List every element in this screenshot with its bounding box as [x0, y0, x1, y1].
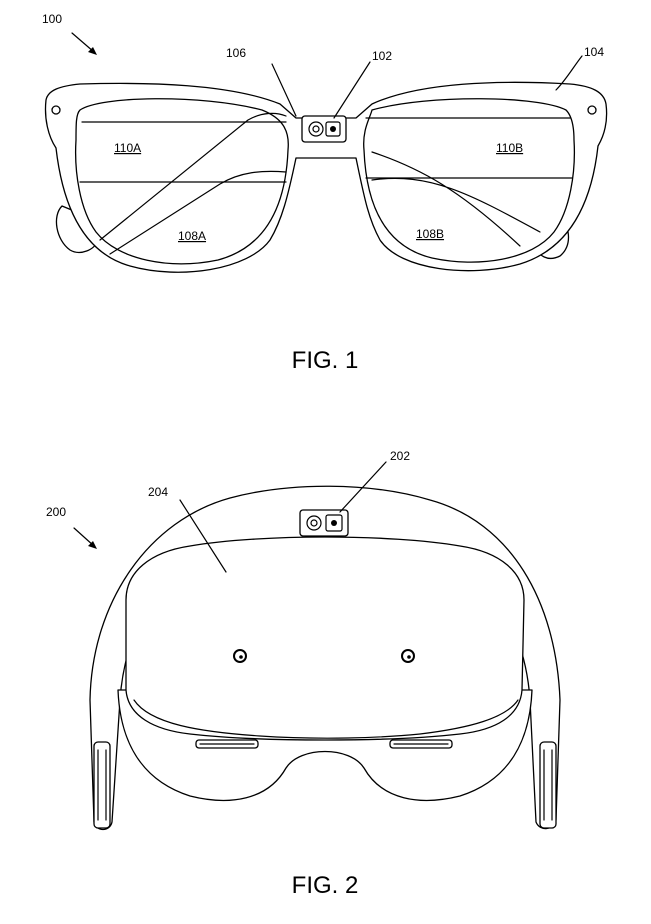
arrow-icon: [73, 527, 97, 549]
ref-label-204: 204: [148, 485, 168, 499]
ref-label-106: 106: [226, 46, 246, 60]
ref-label-200: 200: [46, 505, 66, 519]
ref-label-102: 102: [372, 49, 392, 63]
right-lens: [363, 98, 576, 263]
leader-104: [555, 55, 583, 91]
figure-2-caption: FIG. 2: [292, 872, 359, 899]
ref-label-108a: 108A: [178, 229, 206, 243]
ref-label-110a: 110A: [114, 141, 141, 155]
ref-label-202: 202: [390, 449, 410, 463]
leader-102: [333, 61, 371, 119]
front-housing: [125, 536, 525, 741]
arrow-icon: [71, 32, 97, 55]
figure-1: 100 1: [42, 12, 608, 374]
ref-label-110b: 110B: [496, 141, 523, 155]
camera-lens-icon: [306, 514, 343, 532]
right-hinge-icon: [587, 105, 597, 115]
left-sensor-icon: [233, 649, 247, 663]
housing-inner-edge: [133, 699, 519, 739]
left-lens: [74, 98, 289, 265]
leader-204: [179, 499, 227, 573]
figure-1-caption: FIG. 1: [292, 347, 359, 374]
left-arm-through-lens: [99, 112, 287, 255]
right-strap-clip: [539, 741, 557, 829]
ref-label-100: 100: [42, 12, 62, 26]
right-arm-through-lens: [371, 151, 541, 247]
ref-label-108b: 108B: [416, 227, 444, 241]
right-display-region: [365, 117, 573, 179]
figure-2: 200: [46, 449, 561, 899]
camera-lens-icon: [308, 121, 341, 137]
leader-106: [271, 63, 297, 117]
left-display-region: [79, 121, 287, 183]
right-sensor-icon: [401, 649, 415, 663]
left-strap-clip: [93, 741, 111, 829]
ref-label-104: 104: [584, 45, 604, 59]
left-hinge-icon: [51, 105, 61, 115]
leader-202: [339, 461, 387, 513]
